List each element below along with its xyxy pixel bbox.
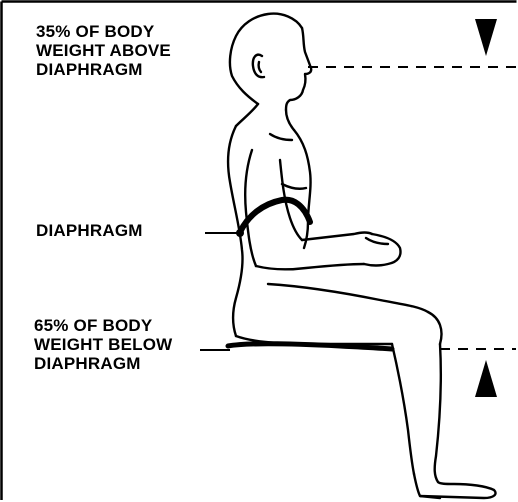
label-weight-below-line-1: 65% OF BODY (34, 316, 172, 335)
thigh-top (268, 284, 428, 312)
clavicle (270, 134, 292, 140)
up-arrowhead-icon (475, 360, 497, 397)
label-weight-below-line-3: DIAPHRAGM (34, 354, 172, 373)
thumb (366, 238, 388, 244)
foot (414, 474, 496, 498)
forearm-bottom (256, 264, 364, 269)
diaphragm-band (240, 200, 310, 232)
label-weight-below: 65% OF BODY WEIGHT BELOW DIAPHRAGM (34, 316, 172, 373)
label-weight-above-line-1: 35% OF BODY (36, 22, 171, 41)
head-back (230, 14, 302, 104)
neck-front (286, 110, 294, 130)
face-profile (286, 28, 311, 110)
knee (428, 312, 442, 344)
forearm-top (302, 233, 372, 241)
down-arrowhead-icon (475, 19, 497, 56)
neck-back (236, 104, 258, 126)
seated-figure (228, 14, 496, 498)
label-diaphragm-text: DIAPHRAGM (36, 221, 143, 240)
ear-inner (259, 62, 261, 72)
label-weight-below-line-2: WEIGHT BELOW (34, 335, 172, 354)
upper-arm-back (245, 150, 256, 266)
label-diaphragm: DIAPHRAGM (36, 221, 143, 240)
pectoral (282, 184, 306, 189)
calf (392, 344, 414, 474)
shin-front (435, 344, 441, 482)
label-weight-above-line-2: WEIGHT ABOVE (36, 41, 171, 60)
label-weight-above-line-3: DIAPHRAGM (36, 60, 171, 79)
label-weight-above: 35% OF BODY WEIGHT ABOVE DIAPHRAGM (36, 22, 171, 79)
